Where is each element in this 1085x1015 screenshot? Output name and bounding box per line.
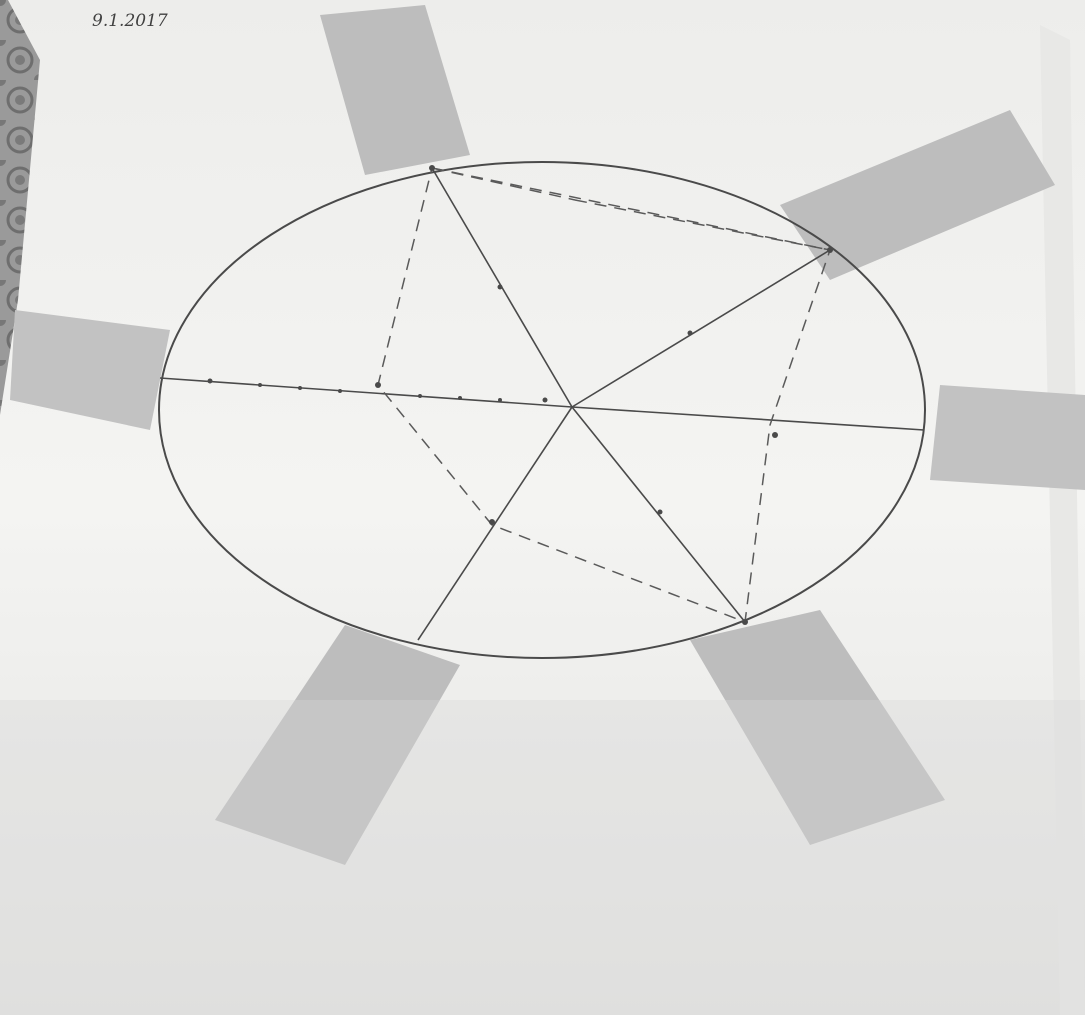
date-label: 9.1.2017	[92, 11, 168, 31]
card-right	[930, 385, 1085, 490]
lighting-overlay	[0, 700, 1085, 1015]
